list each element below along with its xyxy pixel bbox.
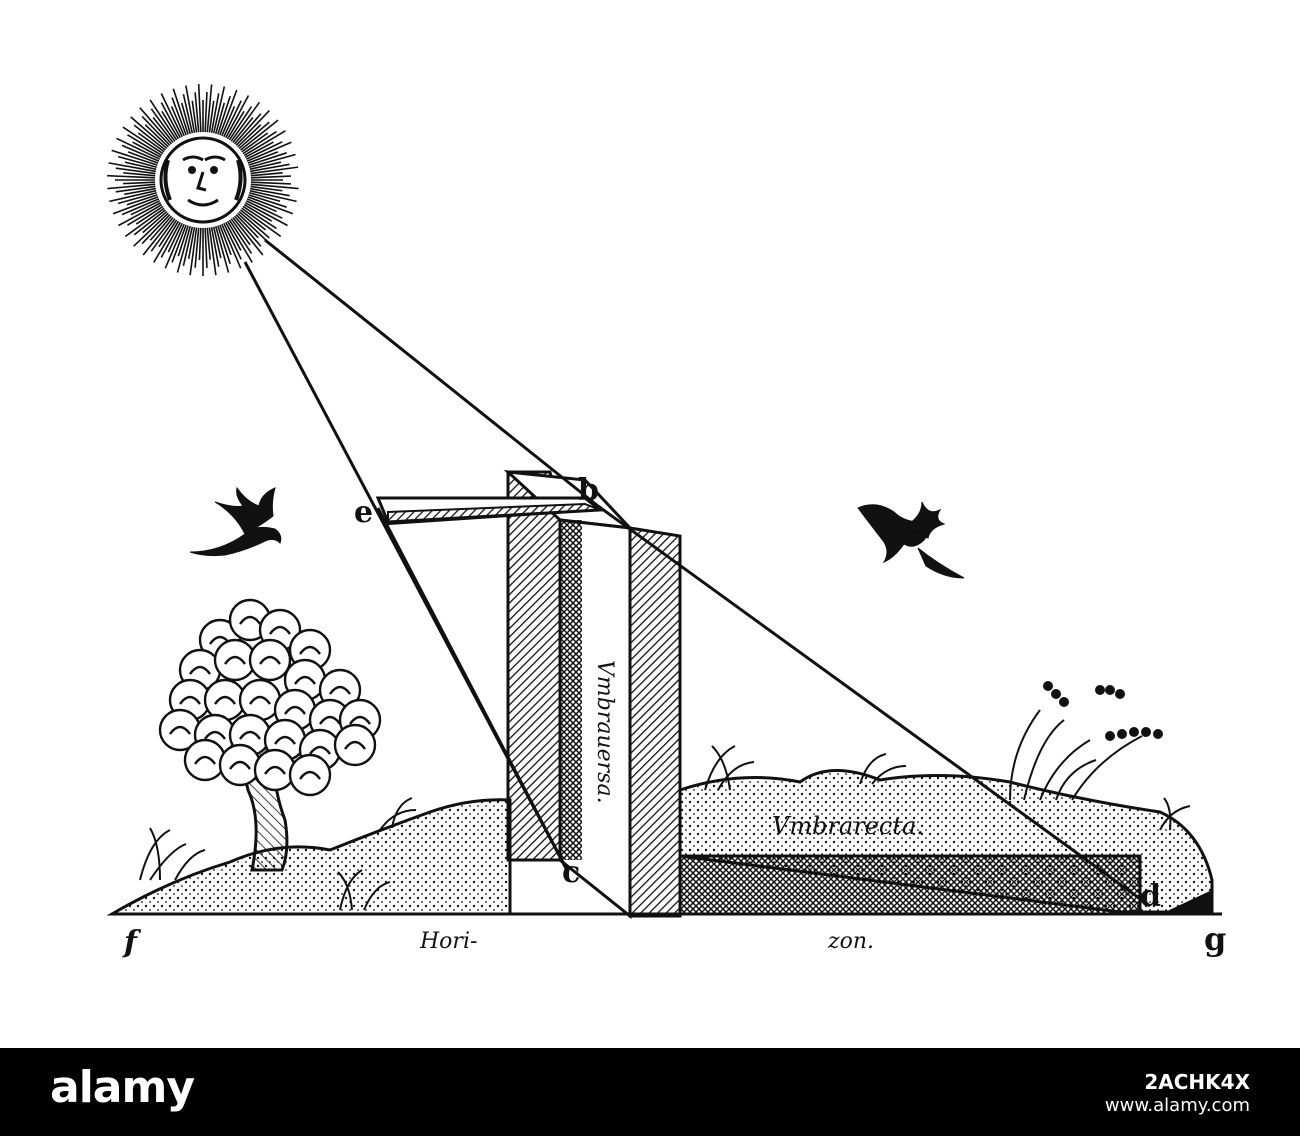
label-b: b — [578, 473, 599, 508]
label-umbra-versa: Vmbrauersa. — [592, 660, 617, 804]
brand-logo: alamy — [50, 1062, 195, 1113]
label-c: c — [562, 855, 580, 890]
flower-stalks — [1043, 681, 1163, 741]
sun-rays — [107, 84, 299, 276]
label-d: d — [1140, 879, 1161, 914]
sun — [107, 84, 299, 276]
horizontal-rod — [375, 496, 604, 526]
astronomy-shadow-diagram: e b c d f g Vmbrauersa. Vmbrarecta. Hori… — [106, 84, 1226, 960]
label-g: g — [1204, 920, 1226, 958]
bird-left-icon — [189, 486, 282, 557]
gnomon — [503, 470, 682, 920]
label-horizon-right: zon. — [827, 929, 874, 954]
shadow-recta-area — [678, 854, 1142, 916]
label-horizon-left: Hori- — [419, 929, 477, 954]
watermark-footer: alamy 2ACHK4X www.alamy.com — [0, 1048, 1300, 1136]
image-id-text: 2ACHK4X — [1144, 1070, 1250, 1094]
grass-tufts — [139, 709, 1191, 911]
sight-lines — [243, 238, 1151, 908]
image-url: www.alamy.com — [1104, 1095, 1250, 1116]
gnomon-right-face — [628, 526, 682, 918]
label-umbra-recta: Vmbrarecta. — [772, 812, 924, 840]
label-f: f — [122, 925, 142, 960]
sun-face-icon — [159, 136, 247, 224]
gnomon-left-face — [506, 470, 562, 862]
image-id: 2ACHK4X www.alamy.com — [1105, 1070, 1250, 1118]
tree-icon — [158, 598, 382, 872]
ground — [106, 769, 1214, 916]
label-e: e — [354, 495, 373, 530]
bird-right-icon — [857, 501, 965, 579]
